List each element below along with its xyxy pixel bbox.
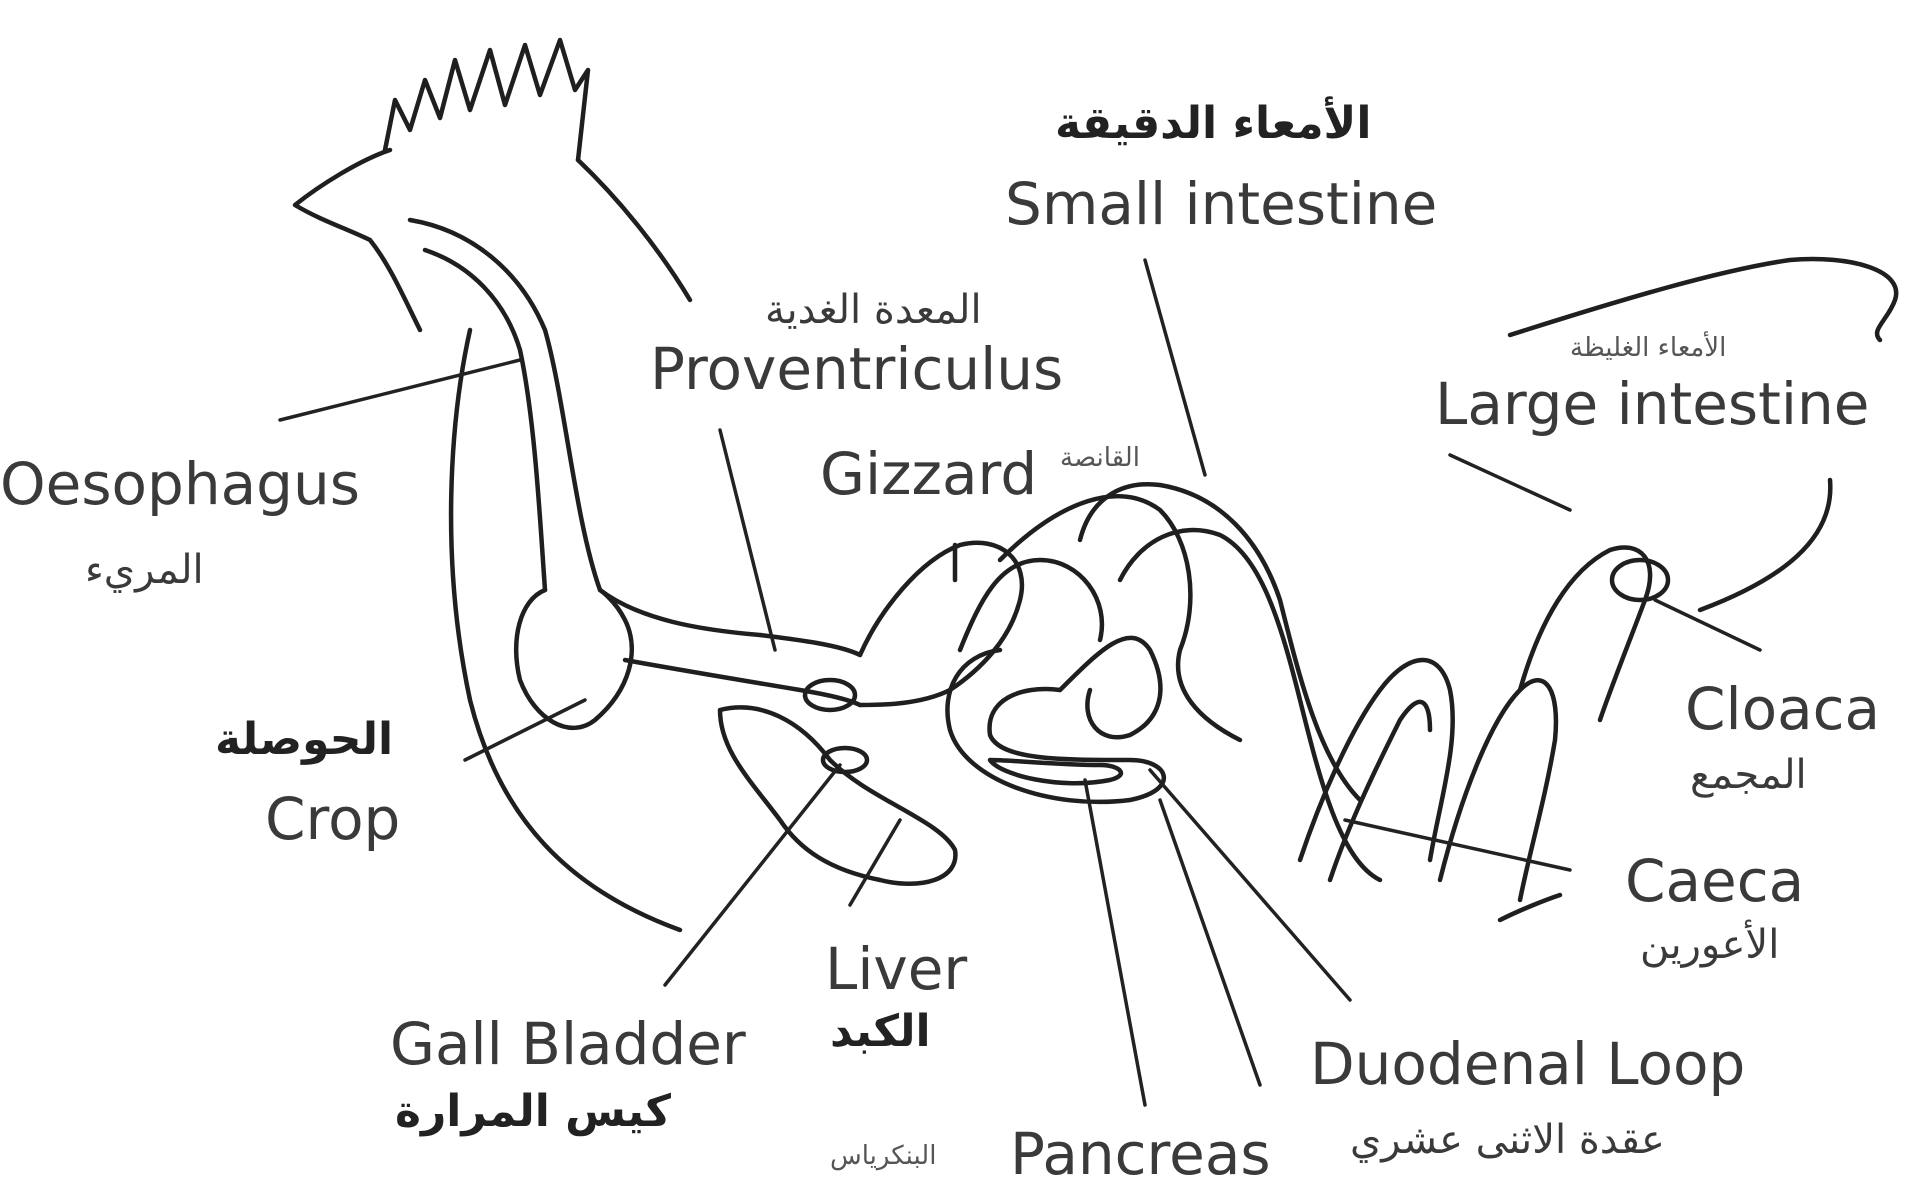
cloaca-arabic-label: المجمع <box>1690 755 1807 795</box>
oesophagus-arabic-label: المريء <box>85 550 204 590</box>
oesophagus-leader-line <box>280 360 520 420</box>
pancreas-arabic-label: البنكرياس <box>830 1143 936 1169</box>
large-intestine-outline <box>1520 547 1650 720</box>
caeca-arabic-label: الأعورين <box>1640 925 1779 965</box>
gall-bladder-label: Gall Bladder <box>390 1015 746 1073</box>
crop-leader-line <box>465 700 585 760</box>
proventriculus-label: Proventriculus <box>650 340 1063 398</box>
oesophagus-label: Oesophagus <box>0 455 360 513</box>
liver-leader-line <box>850 820 900 905</box>
small-intestine-leader-line <box>1145 260 1205 475</box>
caeca-lower-tip <box>1500 895 1560 920</box>
oesophagus-inner <box>425 250 545 590</box>
small-intestine-upper-loop <box>1080 484 1360 800</box>
caeca-label: Caeca <box>1625 852 1804 910</box>
tail-upper-outline <box>1510 259 1896 340</box>
duodenal-loop-arabic-label: عقدة الاثنى عشري <box>1350 1120 1665 1160</box>
caeca-outline <box>1300 660 1556 900</box>
cloaca-label: Cloaca <box>1685 680 1880 738</box>
proventriculus-leader-line <box>720 430 775 650</box>
tail-lower-outline <box>1700 480 1830 610</box>
comb-outline <box>385 40 588 160</box>
cloaca-shape <box>1612 560 1668 600</box>
gizzard-outline <box>860 543 1022 705</box>
small-intestine-arabic-label: الأمعاء الدقيقة <box>1055 102 1371 146</box>
pancreas-leader-line <box>1085 780 1145 1105</box>
pancreas-shape <box>990 760 1121 783</box>
pancreas-label: Pancreas <box>1010 1125 1271 1183</box>
gall-bladder-leader-line <box>665 765 840 985</box>
back-of-neck-outline <box>578 160 690 300</box>
gizzard-arabic-label: القانصة <box>1060 445 1140 471</box>
duodenal-loop-label: Duodenal Loop <box>1310 1035 1745 1093</box>
small-intestine-label: Small intestine <box>1005 175 1437 233</box>
head-outline <box>295 150 420 330</box>
gizzard-label: Gizzard <box>820 445 1037 503</box>
liver-label: Liver <box>825 940 967 998</box>
liver-arabic-label: الكبد <box>830 1010 931 1054</box>
large-intestine-arabic-label: الأمعاء الغليظة <box>1570 335 1726 361</box>
duodenal-loop-leader-line <box>1160 800 1260 1085</box>
oesophagus-outer <box>410 220 860 655</box>
large-intestine-label: Large intestine <box>1435 375 1869 433</box>
duodenal-loop-outline <box>947 650 1163 802</box>
proventriculus-arabic-label: المعدة الغدية <box>765 290 982 330</box>
liver-outline <box>720 707 955 883</box>
gall-bladder-arabic-label: كيس المرارة <box>395 1090 671 1134</box>
crop-arabic-label: الحوصلة <box>215 718 393 762</box>
crop-label: Crop <box>265 790 400 848</box>
large-intestine-leader-line <box>1450 455 1570 510</box>
